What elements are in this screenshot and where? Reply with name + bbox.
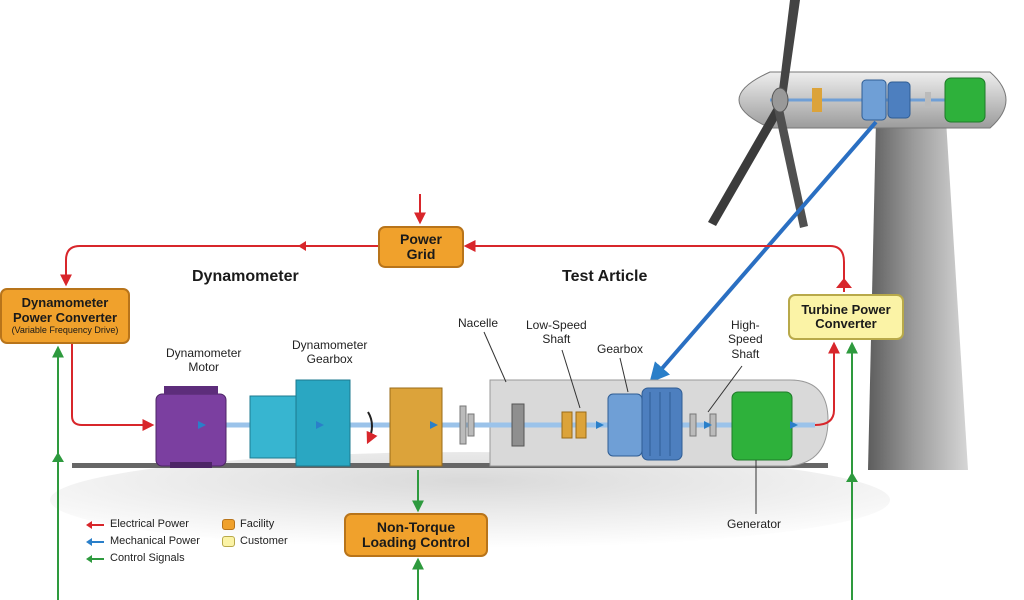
low-speed-assembly <box>511 403 587 447</box>
test-gearbox <box>607 387 683 461</box>
dynamometer-power-converter-box: Dynamometer Power Converter (Variable Fr… <box>0 288 130 344</box>
legend-facility: Facility <box>222 518 274 530</box>
turbine-converter-line2: Converter <box>815 316 877 331</box>
turbine-converter-line1: Turbine Power <box>801 301 891 317</box>
dynamometer-heading: Dynamometer <box>192 268 299 285</box>
control-mid-arrows <box>52 452 858 482</box>
bed-plate <box>72 463 828 468</box>
customer-swatch <box>222 535 235 547</box>
power-grid-box: Power Grid <box>378 226 464 268</box>
dyn-converter-line1: Dynamometer <box>21 295 109 311</box>
mechanical-flow-arrows <box>198 421 798 429</box>
legend-mechanical: Mechanical Power <box>110 535 200 547</box>
power-grid-line2: Grid <box>406 246 436 262</box>
dyn-gearbox-label: Dynamometer Gearbox <box>292 338 368 367</box>
nacelle-label: Nacelle <box>458 316 499 330</box>
dynamometer-gearbox <box>249 379 351 467</box>
turbine-power-converter-box: Turbine Power Converter <box>788 294 904 340</box>
dynamometer-motor <box>155 386 227 468</box>
leader-lines <box>483 331 757 514</box>
non-torque-line1: Non-Torque <box>376 518 456 535</box>
turbine-blades <box>708 0 808 228</box>
ground-shadow <box>50 452 890 548</box>
legend-customer: Customer <box>222 535 288 547</box>
gearbox-label: Gearbox <box>597 342 644 356</box>
dyn-converter-line3: (Variable Frequency Drive) <box>11 324 119 335</box>
non-torque-loading-control-box: Non-Torque Loading Control <box>344 513 488 557</box>
low-speed-shaft-label: Low-Speed Shaft <box>526 318 587 347</box>
legend-electrical: Electrical Power <box>110 518 189 530</box>
zoom-arrow <box>649 120 878 384</box>
turbine-nacelle <box>738 71 1007 129</box>
non-torque-line2: Loading Control <box>361 534 471 550</box>
generator-label: Generator <box>727 517 782 531</box>
turbine-tower <box>868 120 968 470</box>
dyn-converter-line2: Power Converter <box>12 309 118 325</box>
facility-swatch <box>222 518 235 530</box>
electrical-mid-arrows <box>298 241 852 288</box>
legend-arrows <box>86 521 104 563</box>
test-article-heading: Test Article <box>562 268 648 285</box>
high-speed-shaft-label: High- Speed Shaft <box>728 318 763 361</box>
power-grid-line1: Power <box>399 230 442 247</box>
legend-control: Control Signals <box>110 552 185 564</box>
dyn-motor-label: Dynamometer Motor <box>166 346 242 375</box>
electrical-power-lines <box>60 194 845 431</box>
test-generator <box>731 391 793 461</box>
rotation-symbol <box>366 411 378 445</box>
